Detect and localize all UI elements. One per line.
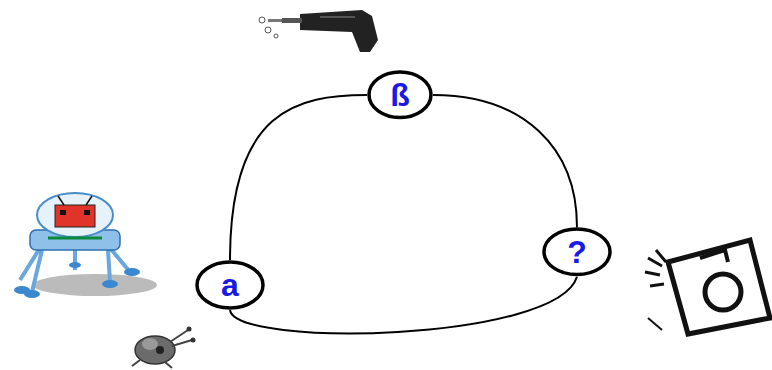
ellipse-node: ? <box>542 227 612 277</box>
lander-robot-icon <box>14 193 157 298</box>
node-label: a <box>221 269 239 301</box>
arc-connector <box>433 95 577 227</box>
arc-connector <box>230 277 577 334</box>
ellipse-node: ß <box>367 70 433 120</box>
drill-icon <box>259 10 378 52</box>
creature-icon <box>132 327 196 369</box>
camera-icon <box>645 240 770 334</box>
node-label: ß <box>390 79 410 111</box>
ellipse-node: a <box>195 260 265 310</box>
arc-connector <box>230 95 367 260</box>
node-label: ? <box>567 236 587 268</box>
